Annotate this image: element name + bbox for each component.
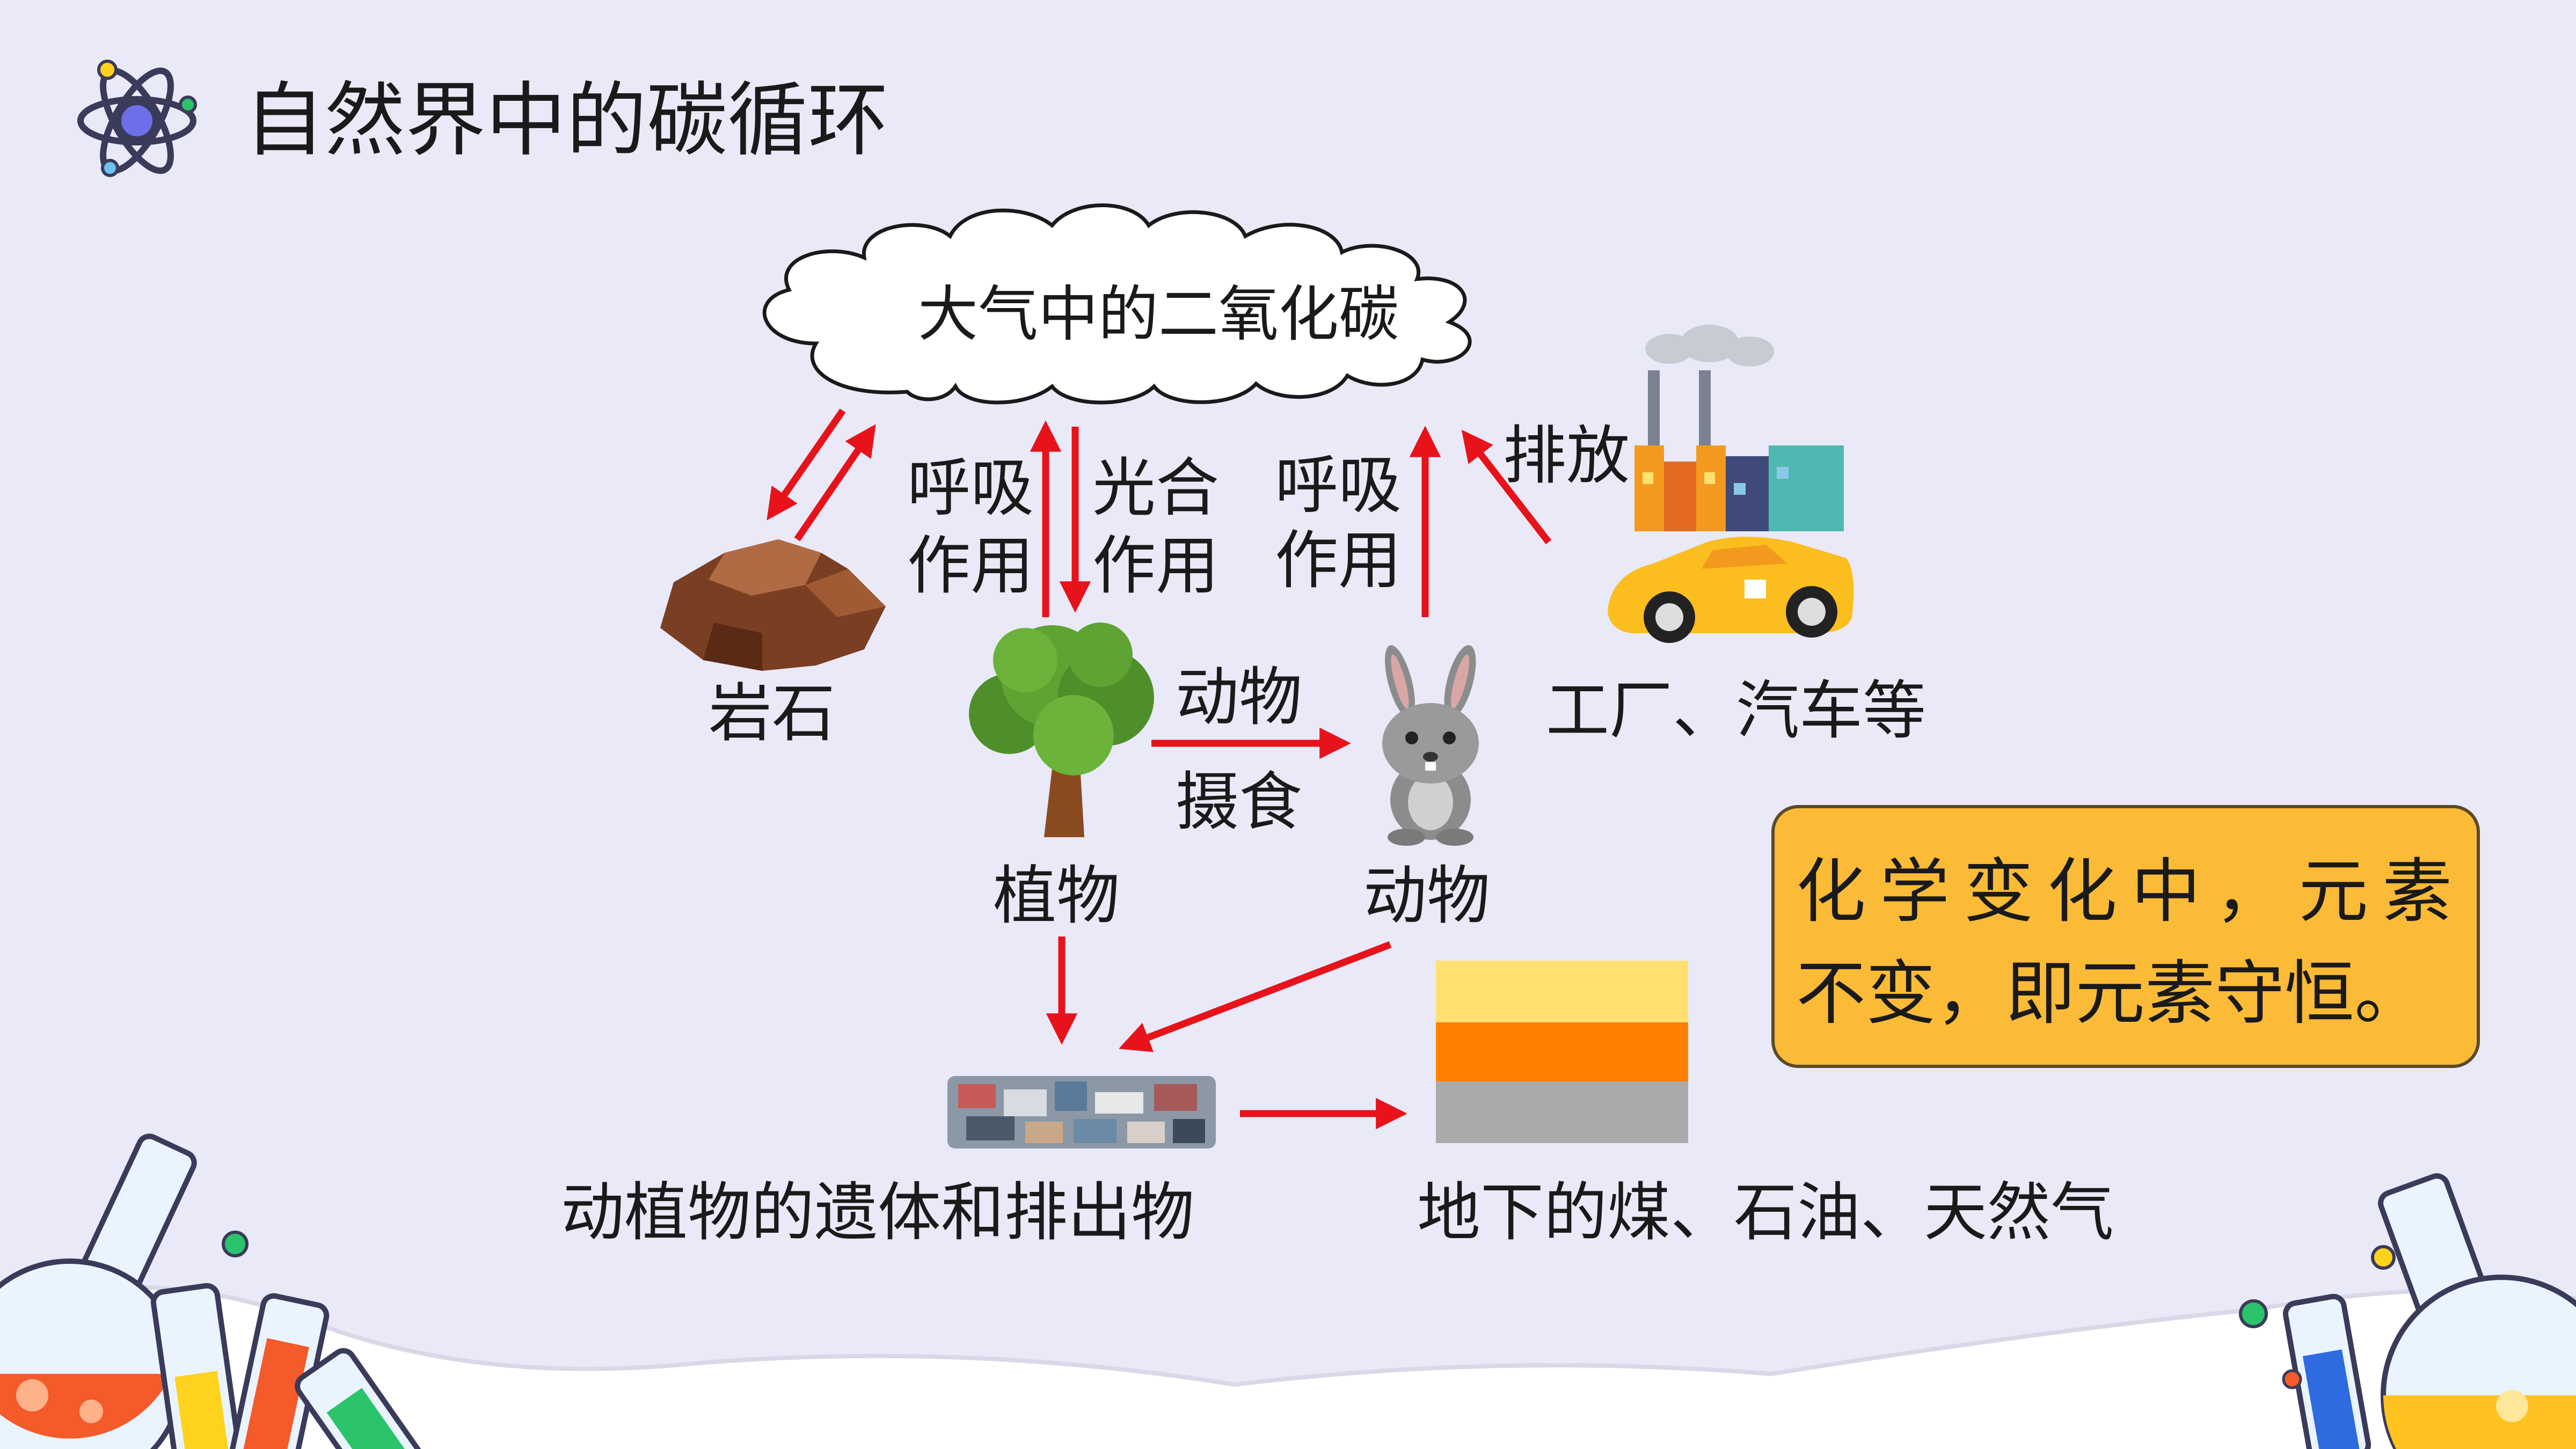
- rock-icon: [660, 539, 886, 671]
- bubble-icon: [2371, 1245, 2396, 1270]
- flask-icon: [0, 1133, 197, 1449]
- arrows: [767, 408, 1552, 1130]
- remains-label: 动植物的遗体和排出物: [561, 1175, 1195, 1249]
- rock-label: 岩石: [709, 676, 836, 750]
- rabbit-icon: [1382, 645, 1479, 846]
- bottom-hills: [0, 1285, 2576, 1449]
- feeding-line1: 动物: [1176, 660, 1303, 734]
- page-title: 自然界中的碳循环: [244, 74, 889, 167]
- debris-icon: [947, 1076, 1216, 1148]
- factory-car-label: 工厂、汽车等: [1546, 674, 1926, 748]
- photosynthesis-line2: 作用: [1092, 529, 1220, 603]
- respiration-left-line2: 作用: [907, 529, 1034, 603]
- car-icon: [1608, 537, 1854, 643]
- respiration-right-line2: 作用: [1275, 523, 1402, 597]
- fossil-label: 地下的煤、石油、天然气: [1417, 1175, 2114, 1249]
- respiration-left-line1: 呼吸: [907, 451, 1034, 525]
- arrow-cloud-to-rock: [767, 408, 846, 521]
- feeding-line2: 摄食: [1176, 765, 1303, 839]
- plant-label: 植物: [993, 859, 1120, 933]
- tree-icon: [969, 623, 1154, 837]
- cloud-label: 大气中的二氧化碳: [918, 280, 1399, 349]
- conservation-note: 化学变化中，元素 不变，即元素守恒。: [1771, 805, 2480, 1068]
- flask-icon: [2378, 1173, 2576, 1449]
- animal-label: 动物: [1363, 859, 1491, 933]
- arrow-rock-to-cloud: [794, 424, 876, 541]
- emission-label: 排放: [1503, 419, 1630, 493]
- bubble-icon: [222, 1231, 249, 1257]
- arrow-animal-remains: [1119, 941, 1392, 1052]
- photosynthesis-line1: 光合: [1092, 451, 1220, 525]
- note-line2: 不变，即元素守恒。: [1796, 953, 2425, 1034]
- arrow-emission: [1461, 429, 1552, 544]
- rock-layers-icon: [1436, 961, 1688, 1143]
- factory-icon: [1634, 325, 1844, 531]
- bubble-icon: [2282, 1369, 2302, 1389]
- note-line1: 化学变化中，元素: [1796, 851, 2466, 932]
- test-tube-icon: [150, 1283, 425, 1449]
- atom-icon: [77, 60, 197, 177]
- respiration-right-line1: 呼吸: [1275, 448, 1402, 522]
- cloud-icon: [762, 203, 1472, 405]
- bubble-icon: [2239, 1299, 2268, 1328]
